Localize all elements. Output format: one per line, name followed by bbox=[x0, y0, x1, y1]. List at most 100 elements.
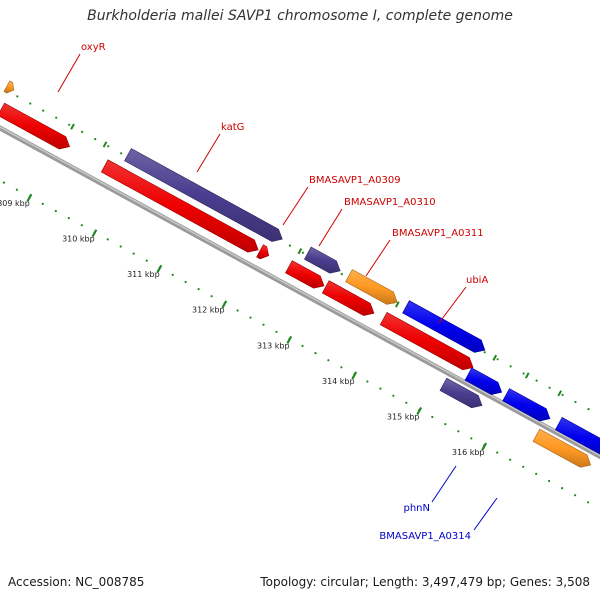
gene-feature[interactable] bbox=[100, 159, 259, 253]
gene-feature[interactable] bbox=[256, 244, 270, 260]
outer-tick-dot bbox=[29, 102, 32, 105]
inner-tick-dot bbox=[444, 423, 447, 426]
inner-tick-dot bbox=[522, 465, 525, 468]
scale-tick-minor bbox=[395, 301, 400, 308]
inner-tick-dot bbox=[275, 330, 278, 333]
topology-label: Topology: circular; Length: 3,497,479 bp… bbox=[260, 575, 590, 589]
gene-label[interactable]: phnN bbox=[403, 503, 430, 514]
gene-leader-line bbox=[57, 53, 81, 93]
scale-tick-minor bbox=[70, 123, 75, 130]
inner-tick-dot bbox=[119, 245, 122, 248]
inner-tick-dot bbox=[210, 295, 213, 298]
inner-tick-dot bbox=[15, 188, 18, 191]
gene-label[interactable]: BMASAVP1_A0310 bbox=[344, 197, 436, 208]
gene-label[interactable]: BMASAVP1_A0311 bbox=[392, 228, 484, 239]
inner-tick-dot bbox=[340, 366, 343, 369]
outer-tick-dot bbox=[107, 145, 110, 148]
gene-leader-line bbox=[438, 286, 467, 324]
gene-feature[interactable] bbox=[464, 367, 503, 395]
inner-tick-dot bbox=[262, 323, 265, 326]
inner-tick-dot bbox=[301, 344, 304, 348]
inner-tick-dot bbox=[574, 494, 577, 497]
scale-tick-minor bbox=[492, 354, 498, 361]
inner-tick-dot bbox=[41, 202, 44, 205]
inner-tick-dot bbox=[457, 430, 460, 433]
tick-label: 310 kbp bbox=[62, 235, 95, 244]
outer-tick-dot bbox=[288, 244, 291, 247]
inner-tick-dot bbox=[80, 224, 83, 227]
outer-tick-dot bbox=[496, 358, 499, 361]
gene-label[interactable]: ubiA bbox=[466, 275, 488, 286]
outer-tick-dot bbox=[574, 400, 577, 404]
tick-label: 311 kbp bbox=[127, 270, 160, 279]
gene-leader-line bbox=[431, 465, 457, 503]
inner-tick-dot bbox=[67, 217, 70, 220]
gene-feature[interactable] bbox=[321, 280, 375, 316]
inner-tick-dot bbox=[496, 451, 499, 454]
gene-feature-ubia[interactable] bbox=[402, 300, 486, 353]
gene-label[interactable]: BMASAVP1_A0309 bbox=[309, 175, 401, 186]
gene-feature-bmasavp1-a0311[interactable] bbox=[345, 269, 398, 305]
tick-label: 316 kbp bbox=[452, 448, 485, 457]
inner-tick-dot bbox=[54, 209, 57, 213]
inner-tick-dot bbox=[379, 387, 382, 390]
inner-tick-dot bbox=[314, 352, 317, 355]
backbone-highlight bbox=[0, 126, 600, 457]
gene-label[interactable]: katG bbox=[221, 122, 244, 133]
outer-tick-dot bbox=[81, 130, 84, 133]
gene-feature[interactable] bbox=[554, 416, 600, 458]
inner-tick-dot bbox=[548, 479, 551, 483]
scale-tick bbox=[416, 406, 423, 416]
inner-tick-dot bbox=[405, 401, 408, 404]
gene-leader-line bbox=[196, 133, 221, 173]
scale-tick-minor bbox=[297, 247, 303, 255]
gene-feature-bmasavp1-a0309[interactable] bbox=[303, 246, 341, 274]
gene-feature-katg[interactable] bbox=[124, 148, 283, 242]
gene-feature-phnn[interactable] bbox=[439, 377, 483, 409]
scale-tick bbox=[26, 193, 33, 202]
backbone bbox=[0, 125, 600, 460]
inner-tick-dot bbox=[535, 472, 538, 475]
inner-tick-dot bbox=[197, 288, 200, 291]
inner-tick-dot bbox=[184, 280, 187, 284]
map-title: Burkholderia mallei SAVP1 chromosome I, … bbox=[87, 8, 513, 24]
outer-tick-dot bbox=[301, 251, 304, 254]
gene-feature[interactable] bbox=[502, 388, 551, 422]
inner-tick-dot bbox=[587, 501, 590, 504]
gene-leader-line bbox=[365, 239, 391, 277]
inner-tick-dot bbox=[249, 316, 252, 319]
tick-label: 309 kbp bbox=[0, 199, 30, 208]
gene-label[interactable]: BMASAVP1_A0314 bbox=[379, 531, 471, 542]
inner-tick-dot bbox=[171, 273, 174, 276]
inner-tick-dot bbox=[431, 415, 434, 419]
tick-label: 315 kbp bbox=[387, 412, 420, 421]
inner-tick-dot bbox=[509, 458, 512, 461]
accession-label: Accession: NC_008785 bbox=[8, 575, 145, 589]
gene-feature[interactable] bbox=[3, 80, 15, 94]
scale-tick bbox=[351, 371, 358, 380]
gene-feature-bmasavp1-a0314[interactable] bbox=[532, 428, 592, 468]
inner-tick-dot bbox=[561, 487, 564, 490]
gene-leader-line bbox=[318, 208, 343, 247]
gene-feature[interactable] bbox=[379, 311, 474, 371]
outer-tick-dot bbox=[535, 379, 538, 382]
outer-tick-dot bbox=[561, 393, 564, 396]
outer-tick-dot bbox=[120, 152, 123, 155]
scale-tick bbox=[481, 442, 488, 451]
inner-tick-dot bbox=[132, 252, 135, 255]
gene-feature-bmasavp1-a0310[interactable] bbox=[285, 260, 325, 289]
scale-tick bbox=[221, 300, 228, 309]
gene-label[interactable]: oxyR bbox=[81, 42, 106, 53]
scale-tick bbox=[156, 264, 163, 273]
gene-leader-line bbox=[282, 186, 309, 226]
outer-tick-dot bbox=[483, 351, 486, 354]
tick-label: 314 kbp bbox=[322, 377, 355, 386]
outer-tick-dot bbox=[587, 408, 590, 411]
inner-tick-dot bbox=[470, 437, 473, 440]
scale-tick-minor bbox=[557, 390, 563, 397]
outer-tick-dot bbox=[509, 365, 512, 368]
inner-tick-dot bbox=[327, 359, 330, 362]
outer-tick-dot bbox=[68, 123, 71, 126]
gene-feature-oxyr[interactable] bbox=[0, 102, 71, 150]
inner-tick-dot bbox=[145, 259, 148, 262]
